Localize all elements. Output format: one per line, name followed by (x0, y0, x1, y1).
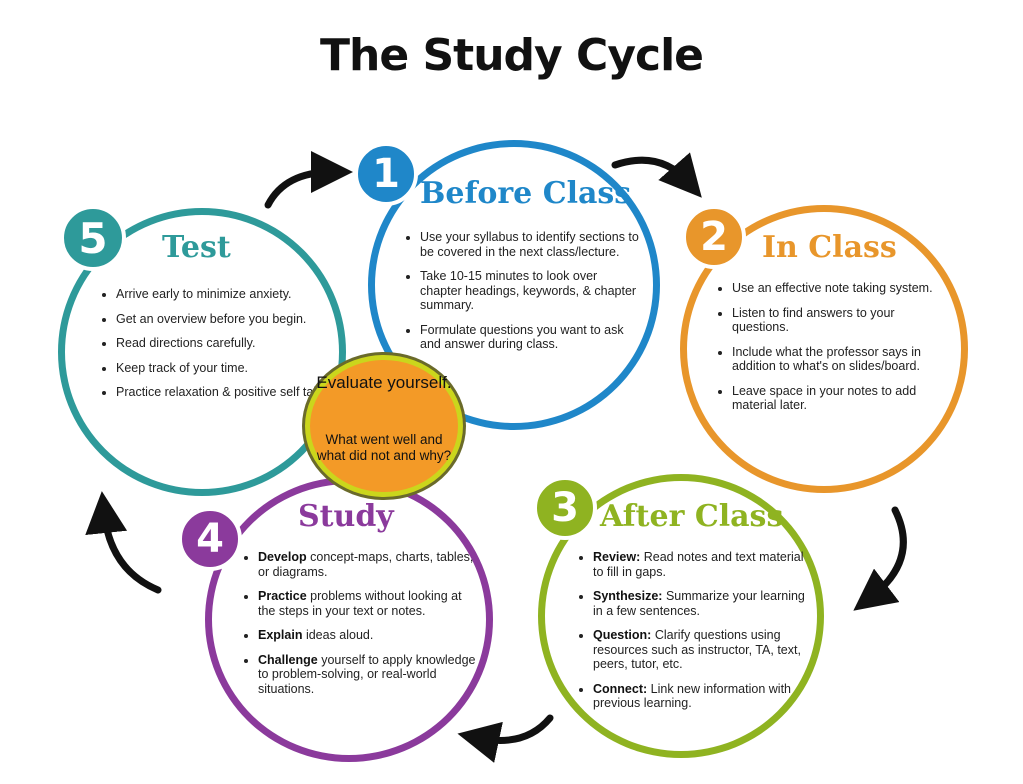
arrow-study-to-test (85, 491, 162, 594)
stage-before-class-badge: 1 (354, 142, 418, 206)
item-text: concept-maps, charts, tables, or diagram… (258, 550, 474, 579)
evaluate-heading: Evaluate yourself. (316, 373, 452, 392)
stage-in-class-heading: In Class (762, 230, 897, 265)
page-title: The Study Cycle (319, 30, 704, 81)
evaluate-center-circle: Evaluate yourself. What went well and wh… (305, 355, 463, 497)
stage-test-badge: 5 (60, 205, 126, 271)
list-item: Question: Clarify questions using resour… (593, 628, 813, 672)
list-item: Use an effective note taking system. (732, 281, 954, 296)
item-term: Question: (593, 628, 652, 642)
stage-test-heading: Test (162, 230, 231, 265)
stage-in-class-list: Use an effective note taking system. Lis… (714, 281, 954, 423)
item-term: Practice (258, 589, 307, 603)
item-term: Challenge (258, 652, 318, 667)
list-item: Listen to find answers to your questions… (732, 306, 954, 335)
arrow-inclass-to-after (853, 506, 907, 611)
list-item: Arrive early to minimize anxiety. (116, 287, 336, 302)
stage-before-class-list: Use your syllabus to identify sections t… (402, 230, 642, 362)
list-item: Read directions carefully. (116, 336, 336, 351)
stage-study-list: Develop concept-maps, charts, tables, or… (240, 550, 480, 706)
stage-in-class-badge: 2 (682, 205, 746, 269)
stage-before-class-heading: Before Class (420, 176, 632, 211)
stage-after-class-heading: After Class (600, 499, 784, 534)
list-item: Include what the professor says in addit… (732, 345, 954, 374)
item-text: ideas aloud. (302, 628, 374, 642)
arrow-after-to-study (457, 714, 554, 763)
stage-after-class-badge: 3 (533, 476, 597, 540)
item-term: Review: (593, 550, 641, 564)
stage-study-badge: 4 (178, 507, 242, 571)
list-item: Use your syllabus to identify sections t… (420, 230, 642, 259)
list-item: Practice relaxation & positive self talk… (116, 385, 336, 400)
item-text: yourself to apply knowledge to problem-s… (258, 652, 476, 696)
stage-after-class-list: Review: Read notes and text material to … (575, 550, 813, 721)
item-term: Connect: (593, 681, 648, 696)
list-item: Practice problems without looking at the… (258, 589, 480, 618)
list-item: Get an overview before you begin. (116, 312, 336, 327)
list-item: Develop concept-maps, charts, tables, or… (258, 550, 480, 579)
list-item: Connect: Link new information with previ… (593, 682, 813, 711)
item-text: Read notes and text material to fill in … (593, 550, 804, 579)
item-term: Explain (258, 628, 303, 642)
stage-study-heading: Study (298, 499, 394, 534)
item-text: Clarify questions using resources such a… (593, 628, 801, 671)
list-item: Explain ideas aloud. (258, 628, 480, 643)
item-term: Synthesize: (593, 589, 663, 603)
list-item: Leave space in your notes to add materia… (732, 384, 954, 413)
evaluate-question: What went well and what did not and why? (316, 432, 452, 463)
list-item: Synthesize: Summarize your learning in a… (593, 589, 813, 618)
list-item: Review: Read notes and text material to … (593, 550, 813, 579)
item-text: problems without looking at the steps in… (258, 589, 462, 618)
stage-study-ring (205, 477, 493, 762)
arrow-before-to-inclass (611, 152, 702, 198)
item-term: Develop (258, 550, 307, 564)
item-text: Summarize your learning in a few sentenc… (593, 589, 805, 618)
list-item: Formulate questions you want to ask and … (420, 323, 642, 352)
list-item: Keep track of your time. (116, 361, 336, 376)
list-item: Challenge yourself to apply knowledge to… (258, 653, 480, 697)
arrow-test-to-before (264, 151, 353, 209)
stage-test-list: Arrive early to minimize anxiety. Get an… (98, 287, 336, 410)
list-item: Take 10-15 minutes to look over chapter … (420, 269, 642, 313)
item-text: Link new information with previous learn… (593, 681, 791, 711)
